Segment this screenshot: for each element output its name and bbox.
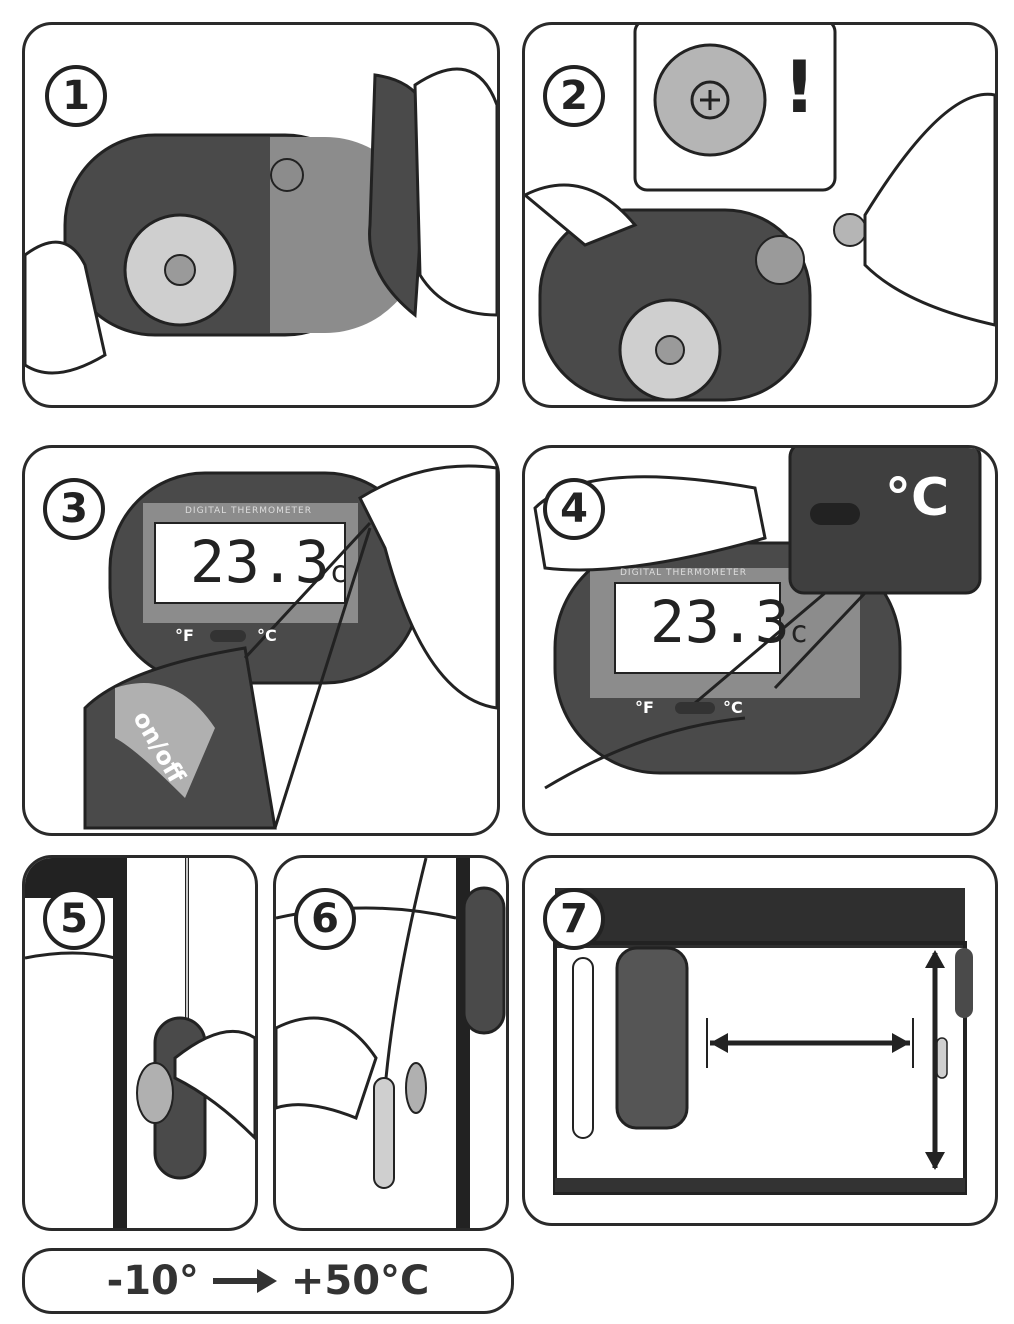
filter-icon: [615, 946, 689, 1130]
unit-switch-callout: [788, 448, 982, 595]
callout-celsius-label: °C: [885, 468, 950, 528]
probe-suction-cup: [405, 1062, 427, 1114]
step-5-illustration: [25, 858, 255, 1228]
hand-left-icon: [25, 240, 107, 375]
step-number: 6: [294, 888, 356, 950]
range-max: +50°C: [290, 1258, 430, 1304]
temperature-value: 23.3: [650, 588, 790, 656]
attention-mark: !: [783, 45, 816, 129]
temperature-probe: [373, 1077, 395, 1189]
battery-slot: [755, 235, 805, 285]
step-2-panel: 2 !: [522, 22, 998, 408]
celsius-label: °C: [257, 626, 277, 645]
battery-small-icon: [833, 213, 867, 247]
brand-strip: DIGITAL THERMOMETER: [620, 568, 747, 578]
unit-indicator: c: [329, 555, 348, 590]
aquarium-lid: [555, 888, 965, 948]
hand-icon: [276, 1016, 378, 1120]
step-number: 2: [543, 65, 605, 127]
step-6-illustration: [276, 858, 506, 1228]
unit-switch[interactable]: [210, 630, 246, 642]
fahrenheit-label: °F: [635, 698, 654, 717]
step-3-panel: 3 DIGITAL THERMOMETER 23.3c °F °C on/off: [22, 445, 500, 836]
brand-strip: DIGITAL THERMOMETER: [185, 506, 312, 516]
unit-indicator: c: [789, 615, 808, 650]
step-1-illustration: [25, 67, 497, 375]
step-3-illustration: [83, 464, 499, 830]
step-4-illustration: [533, 448, 982, 790]
step-7-panel: 7: [522, 855, 998, 1226]
lcd-screen: [614, 582, 781, 674]
temperature-value: 23.3: [190, 528, 330, 596]
step-1-panel: 1: [22, 22, 500, 408]
lcd-screen: [154, 522, 346, 604]
hand-icon: [358, 464, 499, 710]
temperature-display: 23.3c: [650, 588, 808, 656]
temperature-display: 23.3c: [190, 528, 348, 596]
arrow-right-icon: [212, 1269, 277, 1293]
step-7-illustration: [553, 888, 973, 1195]
temperature-probe: [936, 1037, 948, 1079]
step-4-panel: 4 DIGITAL THERMOMETER 23.3c °F °C °C: [522, 445, 998, 836]
step-2-illustration: [525, 25, 995, 402]
step-6-panel: 6: [273, 855, 509, 1231]
hand-left-icon: [525, 183, 638, 247]
hand-icon: [173, 1029, 255, 1141]
aquarium-tank: [553, 941, 967, 1195]
celsius-label: °C: [723, 698, 743, 717]
step-number: 3: [43, 478, 105, 540]
suction-cup-icon: [136, 1062, 174, 1124]
step-number: 5: [43, 888, 105, 950]
step-number: 4: [543, 478, 605, 540]
thermometer-mounted: [955, 948, 973, 1018]
aquarium-glass-edge: [113, 858, 127, 1228]
step-5-panel: 5: [22, 855, 258, 1231]
heater-icon: [572, 957, 594, 1139]
temperature-range-box: -10° +50°C: [22, 1248, 514, 1314]
step-number: 7: [543, 888, 605, 950]
thermometer-side: [462, 886, 506, 1035]
unit-switch[interactable]: [675, 702, 715, 714]
fahrenheit-label: °F: [175, 626, 194, 645]
range-min: -10°: [106, 1258, 199, 1304]
battery-cover-icon: [270, 158, 304, 192]
step-number: 1: [45, 65, 107, 127]
hand-right-icon: [413, 67, 497, 317]
sensor-cable: [384, 858, 428, 1079]
hand-right-icon: [863, 92, 995, 327]
